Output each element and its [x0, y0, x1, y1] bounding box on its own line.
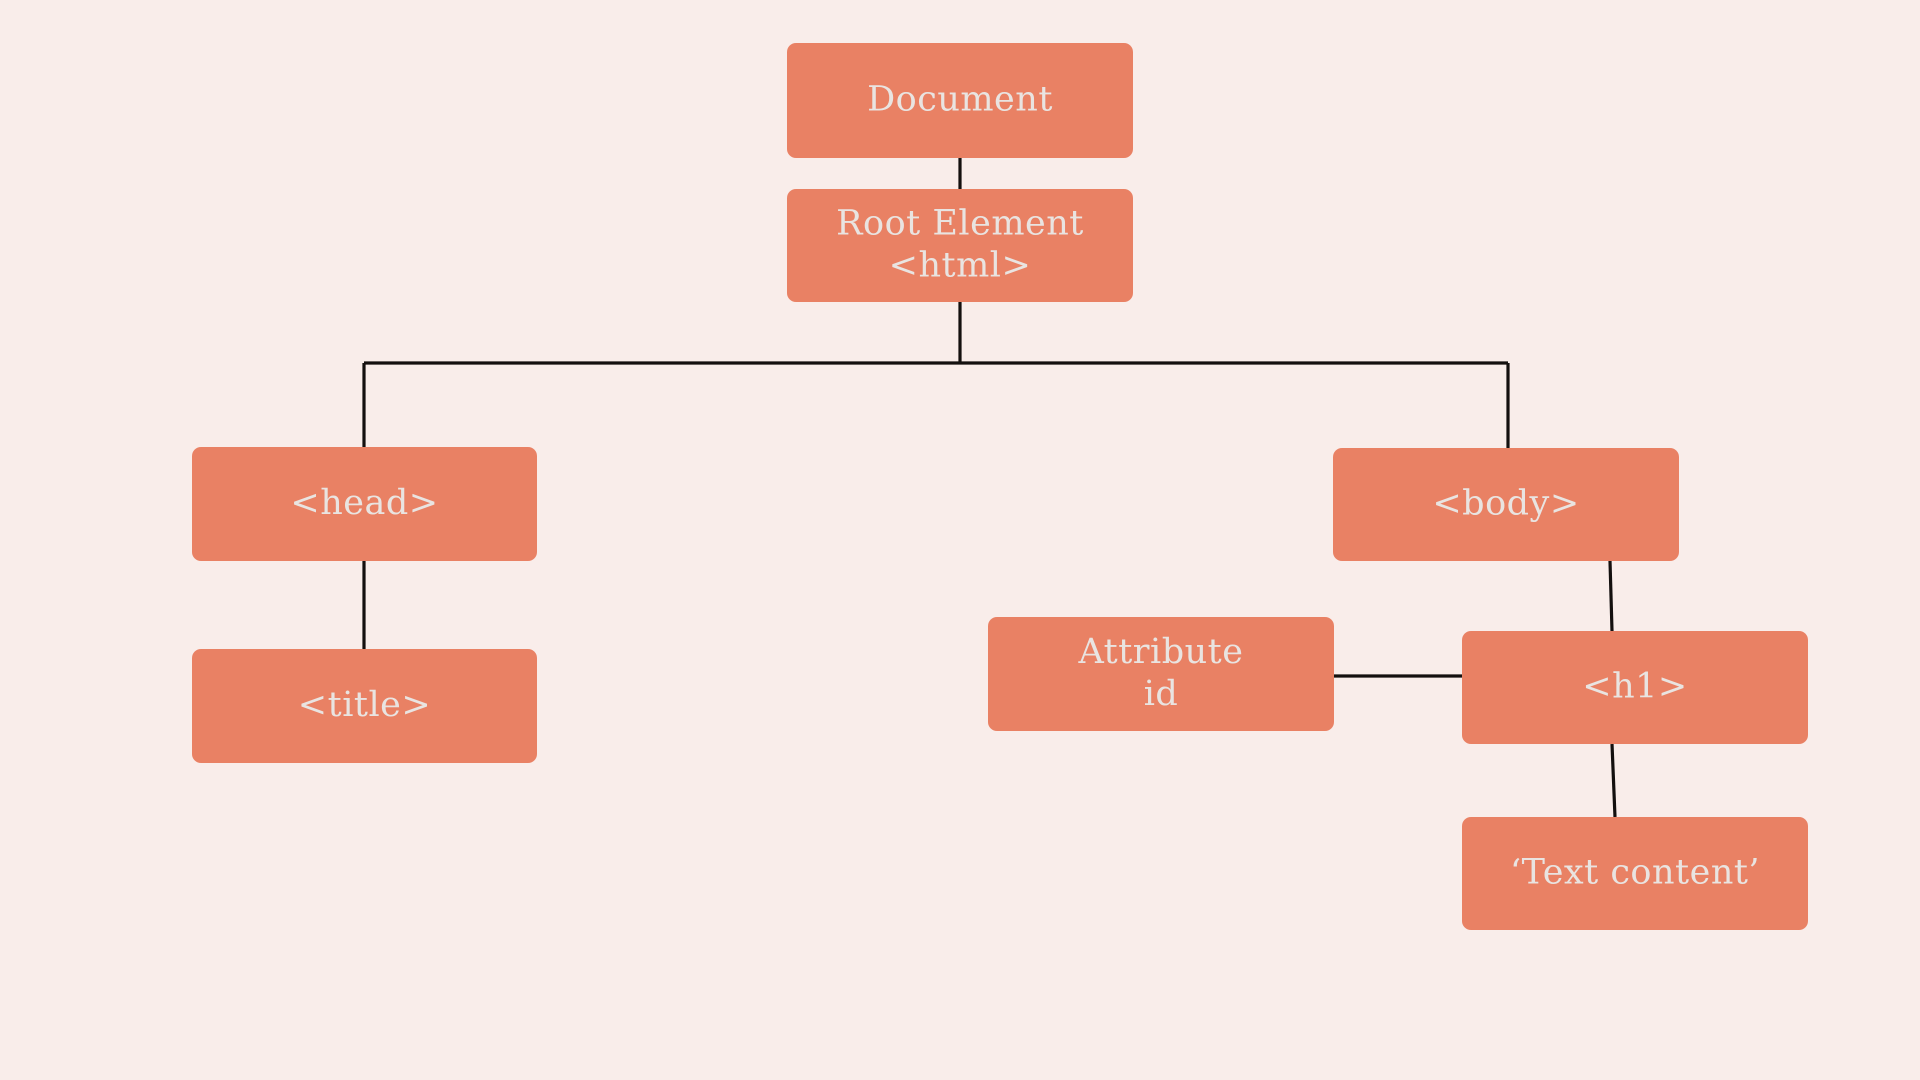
node-box-text-content[interactable] — [1462, 817, 1808, 930]
node-box-h1[interactable] — [1462, 631, 1808, 744]
node-h1[interactable]: <h1> — [1462, 631, 1808, 744]
node-label-line: id — [1144, 674, 1179, 714]
connector-body-to-h1 — [1608, 560, 1614, 632]
node-label-line: ‘Text content’ — [1510, 852, 1760, 892]
node-label-line: <title> — [298, 685, 431, 725]
node-label-line: Document — [867, 79, 1053, 119]
node-label-body: <body> — [1432, 483, 1579, 523]
node-label-line: <html> — [889, 245, 1032, 285]
node-label-h1: <h1> — [1582, 666, 1687, 706]
node-document[interactable]: Document — [787, 43, 1133, 158]
node-label-line: <head> — [290, 483, 438, 523]
node-box-body[interactable] — [1333, 448, 1679, 561]
node-label-line: <body> — [1432, 483, 1579, 523]
node-label-line: Root Element — [836, 203, 1084, 243]
node-label-line: Attribute — [1078, 632, 1244, 672]
node-label-title: <title> — [298, 685, 431, 725]
node-label-root-html: Root Element<html> — [836, 203, 1084, 285]
node-label-document: Document — [867, 79, 1053, 119]
node-label-line: <h1> — [1582, 666, 1687, 706]
node-box-title[interactable] — [192, 649, 537, 763]
node-box-attribute-id[interactable] — [988, 617, 1334, 731]
connector-layer — [362, 158, 1617, 818]
node-box-root-html[interactable] — [787, 189, 1133, 302]
node-root-html[interactable]: Root Element<html> — [787, 189, 1133, 302]
node-box-head[interactable] — [192, 447, 537, 561]
node-head[interactable]: <head> — [192, 447, 537, 561]
connector-h1-to-text — [1610, 743, 1617, 818]
node-text-content[interactable]: ‘Text content’ — [1462, 817, 1808, 930]
node-body[interactable]: <body> — [1333, 448, 1679, 561]
node-box-document[interactable] — [787, 43, 1133, 158]
node-title[interactable]: <title> — [192, 649, 537, 763]
node-label-text-content: ‘Text content’ — [1510, 852, 1760, 892]
node-label-head: <head> — [290, 483, 438, 523]
